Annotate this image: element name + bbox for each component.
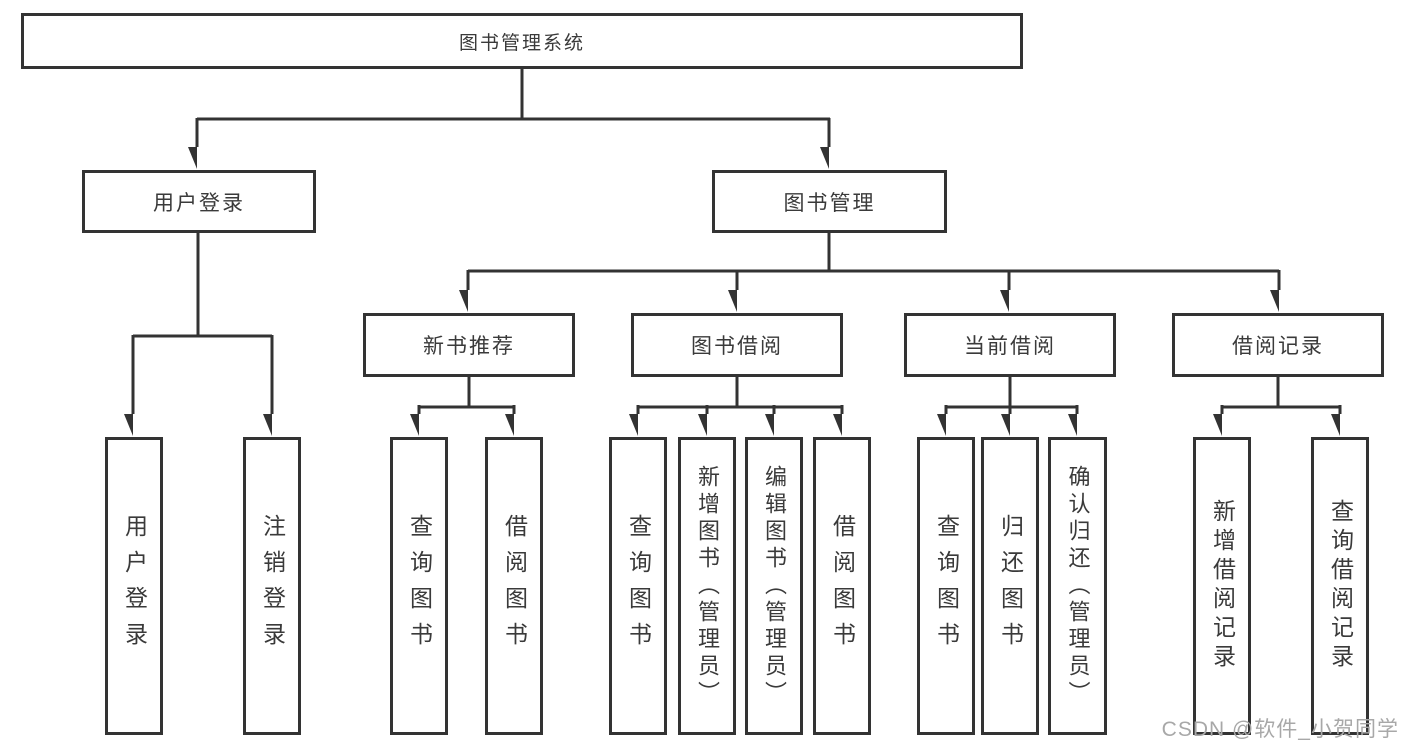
branch-user-login: 用户登录 xyxy=(82,170,316,233)
csdn-watermark: CSDN @软件_小贺同学 xyxy=(1161,718,1399,741)
leaf-return-books-label: 归还图书 xyxy=(997,514,1024,658)
leaf-recommend-query-books-label: 查询图书 xyxy=(406,514,433,658)
leaf-edit-book-admin-label: 编辑图书（管理员） xyxy=(762,464,787,708)
leaf-query-borrow-record-label: 查询借阅记录 xyxy=(1327,499,1354,673)
leaf-confirm-return-admin: 确认归还（管理员） xyxy=(1048,437,1107,735)
leaf-user-login: 用户登录 xyxy=(105,437,163,735)
branch-book-management: 图书管理 xyxy=(712,170,947,233)
leaf-borrowing-query-books: 查询图书 xyxy=(609,437,667,735)
leaf-logout-label: 注销登录 xyxy=(259,514,286,658)
module-borrowing-records: 借阅记录 xyxy=(1172,313,1384,377)
leaf-add-book-admin-label: 新增图书（管理员） xyxy=(695,464,720,708)
leaf-current-query-books-label: 查询图书 xyxy=(933,514,960,658)
leaf-add-borrow-record: 新增借阅记录 xyxy=(1193,437,1251,735)
leaf-edit-book-admin: 编辑图书（管理员） xyxy=(745,437,803,735)
leaf-borrowing-borrow-books: 借阅图书 xyxy=(813,437,871,735)
module-book-borrowing: 图书借阅 xyxy=(631,313,843,377)
module-new-book-recommendation: 新书推荐 xyxy=(363,313,575,377)
leaf-add-borrow-record-label: 新增借阅记录 xyxy=(1209,499,1236,673)
leaf-confirm-return-admin-label: 确认归还（管理员） xyxy=(1065,464,1091,708)
module-current-borrowing: 当前借阅 xyxy=(904,313,1116,377)
leaf-recommend-query-books: 查询图书 xyxy=(390,437,448,735)
leaf-borrowing-borrow-books-label: 借阅图书 xyxy=(829,514,856,658)
leaf-user-login-label: 用户登录 xyxy=(121,514,148,658)
leaf-recommend-borrow-books-label: 借阅图书 xyxy=(501,514,528,658)
leaf-add-book-admin: 新增图书（管理员） xyxy=(678,437,736,735)
leaf-logout: 注销登录 xyxy=(243,437,301,735)
leaf-query-borrow-record: 查询借阅记录 xyxy=(1311,437,1369,735)
leaf-current-query-books: 查询图书 xyxy=(917,437,975,735)
leaf-borrowing-query-books-label: 查询图书 xyxy=(625,514,652,658)
leaf-return-books: 归还图书 xyxy=(981,437,1039,735)
leaf-recommend-borrow-books: 借阅图书 xyxy=(485,437,543,735)
root-node-library-management-system: 图书管理系统 xyxy=(21,13,1023,69)
